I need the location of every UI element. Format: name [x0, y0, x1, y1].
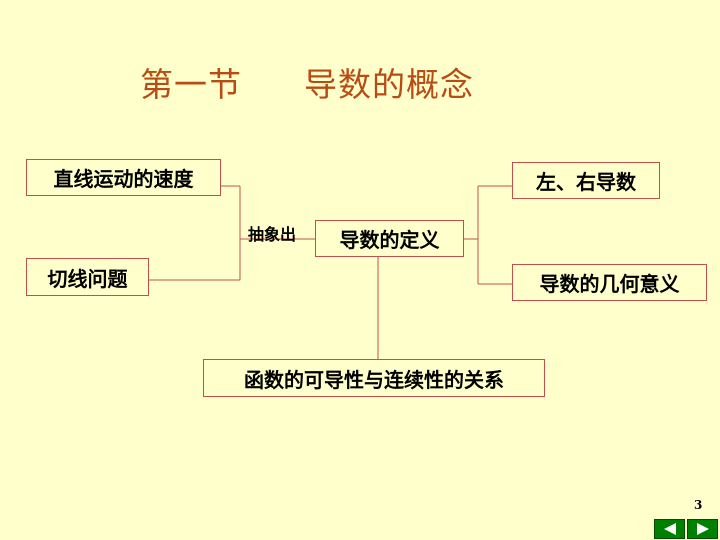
node-velocity: 直线运动的速度 [26, 159, 221, 196]
node-velocity-label: 直线运动的速度 [53, 167, 194, 191]
next-slide-button[interactable] [687, 519, 718, 539]
node-relation: 函数的可导性与连续性的关系 [203, 359, 545, 397]
node-tangent: 切线问题 [26, 258, 149, 296]
node-definition: 导数的定义 [315, 220, 464, 257]
prev-slide-button[interactable] [654, 519, 685, 539]
page-number: 3 [694, 498, 703, 512]
node-tangent-label: 切线问题 [47, 266, 128, 291]
edge-label-abstract: 抽象出 [248, 225, 297, 244]
section-number: 第一节 [140, 65, 242, 104]
node-geometric: 导数的几何意义 [512, 264, 707, 301]
triangle-left-icon [663, 523, 676, 535]
triangle-right-icon [696, 523, 709, 535]
node-one-sided: 左、右导数 [512, 162, 660, 199]
node-relation-label: 函数的可导性与连续性的关系 [244, 367, 504, 392]
node-one-sided-label: 左、右导数 [536, 170, 636, 194]
section-name: 导数的概念 [304, 65, 474, 104]
node-definition-label: 导数的定义 [339, 228, 440, 252]
node-geometric-label: 导数的几何意义 [539, 272, 680, 296]
